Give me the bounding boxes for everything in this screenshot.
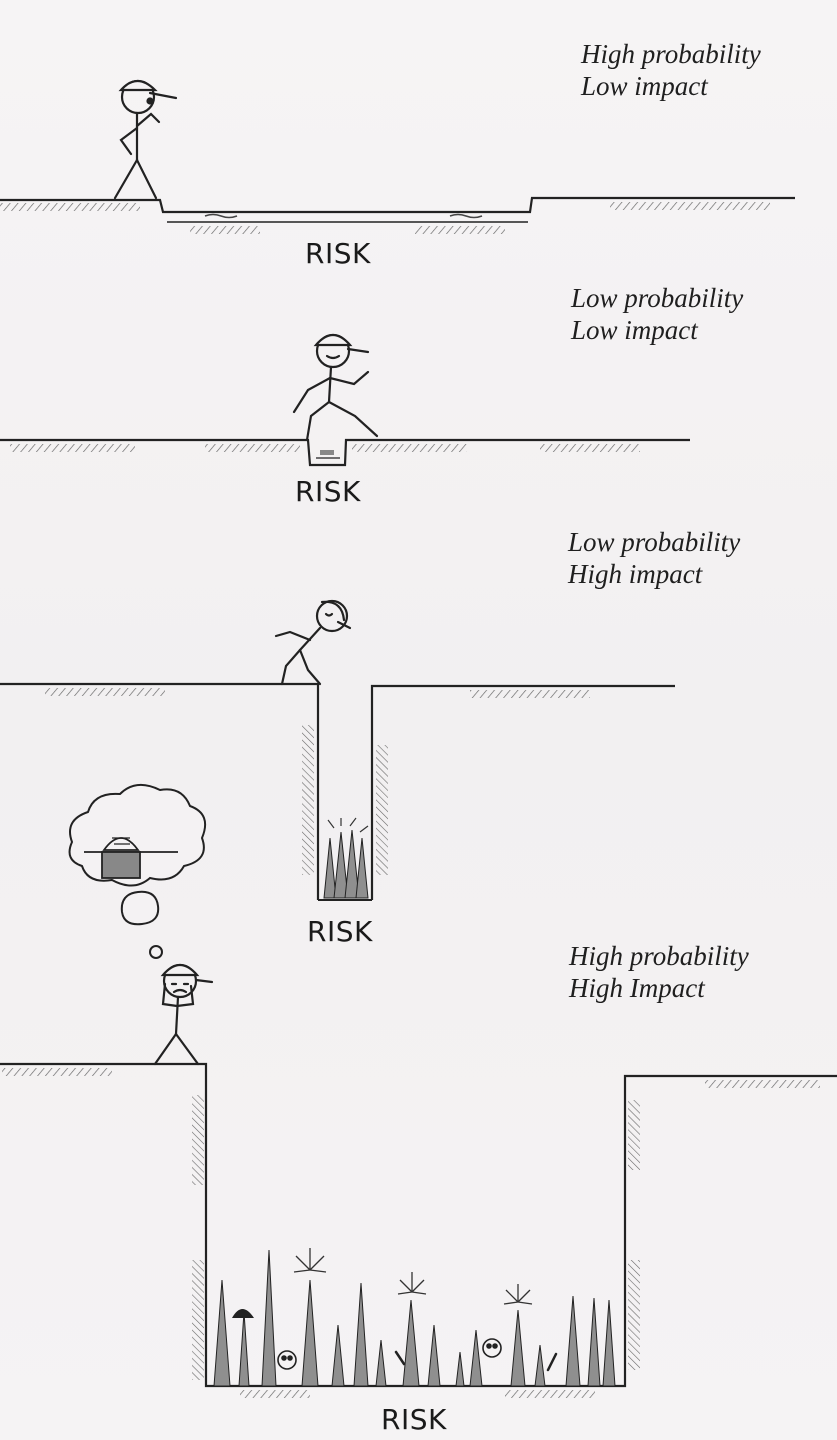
skull-icon xyxy=(277,1338,502,1370)
panel-3-risk-label: RISK xyxy=(307,915,373,948)
panel-4-ground xyxy=(0,1062,837,1388)
stick-figure-icon xyxy=(292,333,379,442)
panel-1-risk-label: RISK xyxy=(305,237,371,270)
panel-4-grass-hatch xyxy=(2,1068,820,1398)
panel-3-caption: Low probability High impact xyxy=(568,526,740,590)
panel-1-impact: Low impact xyxy=(581,71,708,101)
panel-4-risk-label: RISK xyxy=(381,1403,447,1436)
spike-pit-icon xyxy=(213,1249,616,1387)
panel-1-water-icon xyxy=(204,213,483,219)
stick-figure-icon xyxy=(153,963,214,1066)
panel-2-puddle xyxy=(316,450,340,459)
panel-1-caption: High probability Low impact xyxy=(581,38,761,102)
panel-2-ground xyxy=(0,438,690,467)
panel-3-grass-hatch xyxy=(45,688,590,875)
panel-2-probability: Low probability xyxy=(571,283,744,313)
stick-figure-icon xyxy=(113,79,178,200)
panel-2-grass-hatch xyxy=(10,444,640,452)
panel-3-ground xyxy=(0,682,675,900)
panel-4-impact: High Impact xyxy=(569,973,705,1003)
panel-2-caption: Low probability Low impact xyxy=(571,282,743,346)
panel-2-impact: Low impact xyxy=(571,315,698,345)
bone-icon xyxy=(394,1350,558,1372)
helmet-icon xyxy=(232,1309,254,1318)
panel-2-risk-label: RISK xyxy=(295,475,361,508)
panel-1-grass-hatch xyxy=(0,202,770,234)
panel-1-ground xyxy=(0,196,795,223)
stick-figure-icon xyxy=(274,599,352,686)
panel-4-caption: High probability High Impact xyxy=(569,940,749,1004)
panel-3-probability: Low probability xyxy=(568,527,741,557)
spike-pit-icon xyxy=(318,817,372,901)
panel-4-probability: High probability xyxy=(569,941,749,971)
impact-spark-icon xyxy=(293,1248,533,1305)
thought-bubble-icon xyxy=(68,783,206,959)
panel-3-impact: High impact xyxy=(568,559,703,589)
panel-1-probability: High probability xyxy=(581,39,761,69)
